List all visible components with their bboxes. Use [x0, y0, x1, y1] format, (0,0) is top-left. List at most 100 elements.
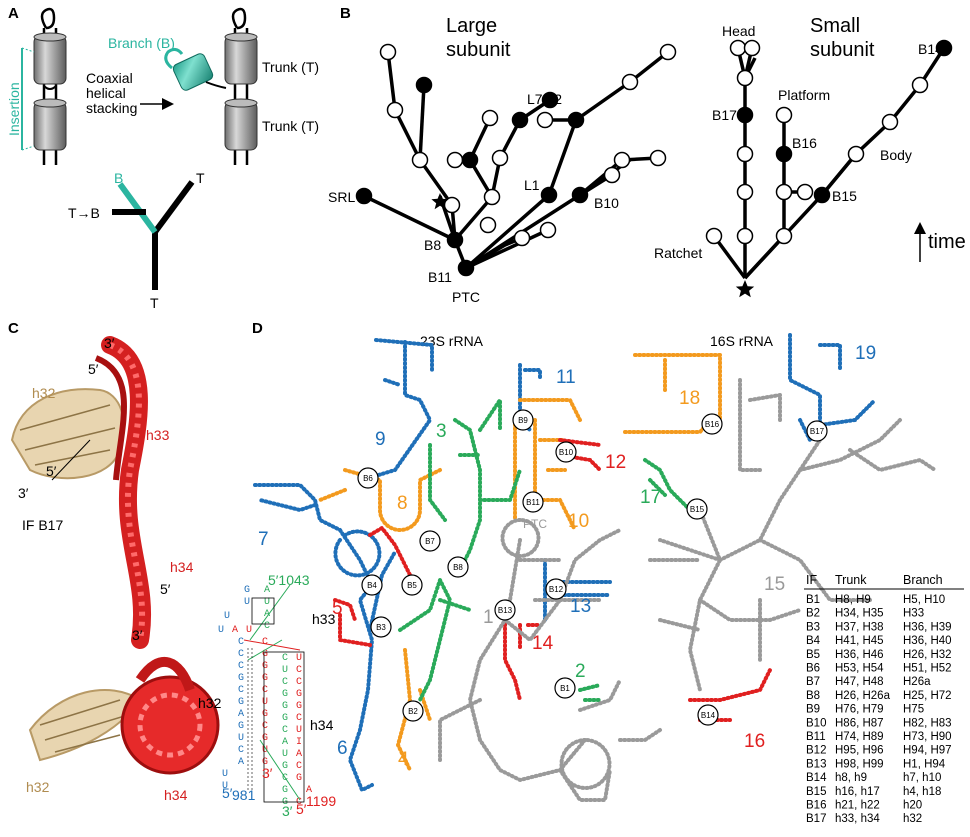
h32-secondary-label: h32 — [198, 695, 222, 711]
svg-text:C: C — [262, 637, 268, 648]
domain-number-15: 15 — [764, 574, 785, 595]
svg-text:U: U — [222, 769, 228, 780]
svg-text:G: G — [282, 701, 288, 712]
body-label: Body — [880, 147, 912, 163]
insertion-label: Insertion — [6, 82, 22, 136]
y-schematic — [112, 180, 195, 290]
table-cell-trunk: h8, h9 — [835, 772, 867, 784]
svg-text:B4: B4 — [367, 581, 377, 590]
small-subunit-nodes — [705, 39, 953, 245]
trunk-label-2: Trunk (T) — [262, 118, 319, 134]
svg-text:A: A — [296, 749, 302, 760]
if-node-b7: B7 — [419, 530, 441, 552]
table-header-if: IF — [806, 573, 817, 587]
svg-text:C: C — [264, 621, 270, 632]
ratchet-label: Ratchet — [654, 245, 702, 261]
table-cell-trunk: H41, H45 — [835, 635, 884, 647]
svg-text:C: C — [282, 677, 288, 688]
panel-a: Insertion Coaxial helical stacking Branc… — [6, 7, 319, 311]
svg-text:C: C — [282, 725, 288, 736]
svg-text:C: C — [296, 761, 302, 772]
svg-text:A: A — [238, 709, 244, 720]
y-trunk-bottom-label: T — [150, 295, 159, 311]
domain-number-12: 12 — [605, 452, 626, 473]
panel-b: Large subunit Small subunit — [328, 15, 966, 305]
three-prime-label-b: 3′ — [18, 485, 29, 501]
svg-text:B14: B14 — [701, 711, 716, 720]
l712-label: L7/12 — [527, 91, 562, 107]
domain-14-path — [503, 618, 542, 702]
domain-number-13: 13 — [570, 596, 591, 617]
title-16s: 16S rRNA — [710, 333, 774, 349]
trunk-helix-stack — [224, 7, 258, 165]
svg-text:A: A — [264, 585, 270, 596]
table-cell-trunk: h21, h22 — [835, 800, 880, 812]
svg-text:B11: B11 — [526, 498, 540, 507]
domain-number-7: 7 — [258, 529, 269, 550]
if-node-b9: B9 — [512, 409, 534, 431]
table-cell-branch: H36, H39 — [903, 621, 952, 633]
domain-number-5: 5 — [332, 598, 343, 619]
svg-text:U: U — [222, 781, 228, 792]
domain-number-8: 8 — [397, 493, 408, 514]
h32-top-label: h32 — [32, 385, 56, 401]
panel-d: 23S rRNA 16S rRNA — [253, 333, 964, 825]
panel-c: 3′ 5′ h32 h33 5′ 3′ IF B17 h34 5′ 3′ h32… — [10, 335, 336, 819]
table-cell-if: B17 — [806, 813, 826, 825]
svg-text:B10: B10 — [559, 448, 574, 457]
branch-label: Branch (B) — [108, 35, 175, 51]
h32-strand: GU UU CCC GCG AGU CA UU — [218, 585, 250, 792]
domain-15-path — [648, 378, 937, 692]
table-cell-if: B5 — [806, 649, 820, 661]
if-b17-label: IF B17 — [22, 517, 63, 533]
svg-text:B13: B13 — [498, 606, 513, 615]
svg-text:G: G — [282, 785, 288, 796]
table-cell-trunk: h33, h34 — [835, 813, 880, 825]
five-prime-red: 5′ — [296, 801, 307, 817]
svg-text:C: C — [238, 637, 244, 648]
svg-text:G: G — [296, 689, 302, 700]
table-cell-branch: H33 — [903, 608, 924, 620]
svg-text:B12: B12 — [549, 585, 564, 594]
table-cell-if: B7 — [806, 676, 820, 688]
helix-3d-bottom — [28, 656, 220, 775]
insertion-bracket: Insertion — [6, 47, 35, 151]
svg-text:G: G — [262, 709, 268, 720]
head-label: Head — [722, 23, 755, 39]
svg-text:B5: B5 — [407, 581, 417, 590]
table-cell-trunk: H8, H9 — [835, 594, 871, 606]
b17-label: B17 — [712, 107, 737, 123]
five-prime-blue: 5′ — [222, 785, 233, 801]
ptc-domain-label: PTC — [523, 517, 547, 531]
if-node-b2: B2 — [402, 700, 424, 722]
table-cell-if: B6 — [806, 663, 820, 675]
svg-text:B7: B7 — [425, 537, 435, 546]
if-node-b5: B5 — [401, 574, 423, 596]
domain-number-6: 6 — [337, 738, 348, 759]
small-subunit-title-1: Small — [810, 15, 860, 37]
table-cell-branch: h32 — [903, 813, 922, 825]
coaxial-label-1: Coaxial — [86, 70, 133, 86]
svg-text:G: G — [244, 585, 250, 596]
domain-number-10: 10 — [568, 511, 589, 532]
if-node-b6: B6 — [357, 467, 379, 489]
domain-number-3: 3 — [436, 421, 447, 442]
b8-label: B8 — [424, 237, 441, 253]
rna-23s-structure — [253, 338, 662, 802]
rna-16s-structure — [623, 333, 937, 722]
table-cell-branch: h7, h10 — [903, 772, 941, 784]
svg-text:U: U — [262, 745, 268, 756]
domain-7-path — [253, 483, 382, 587]
if-node-b14: B14 — [697, 704, 719, 726]
svg-text:G: G — [282, 761, 288, 772]
h34-bottom-label: h34 — [164, 787, 188, 803]
domain-number-16: 16 — [744, 731, 765, 752]
svg-text:G: G — [238, 673, 244, 684]
table-cell-trunk: H53, H54 — [835, 663, 884, 675]
svg-text:U: U — [238, 733, 244, 744]
b16-label: B16 — [792, 135, 817, 151]
domain-number-4: 4 — [398, 749, 409, 770]
domain-6b-path — [368, 550, 397, 632]
table-cell-if: B14 — [806, 772, 827, 784]
